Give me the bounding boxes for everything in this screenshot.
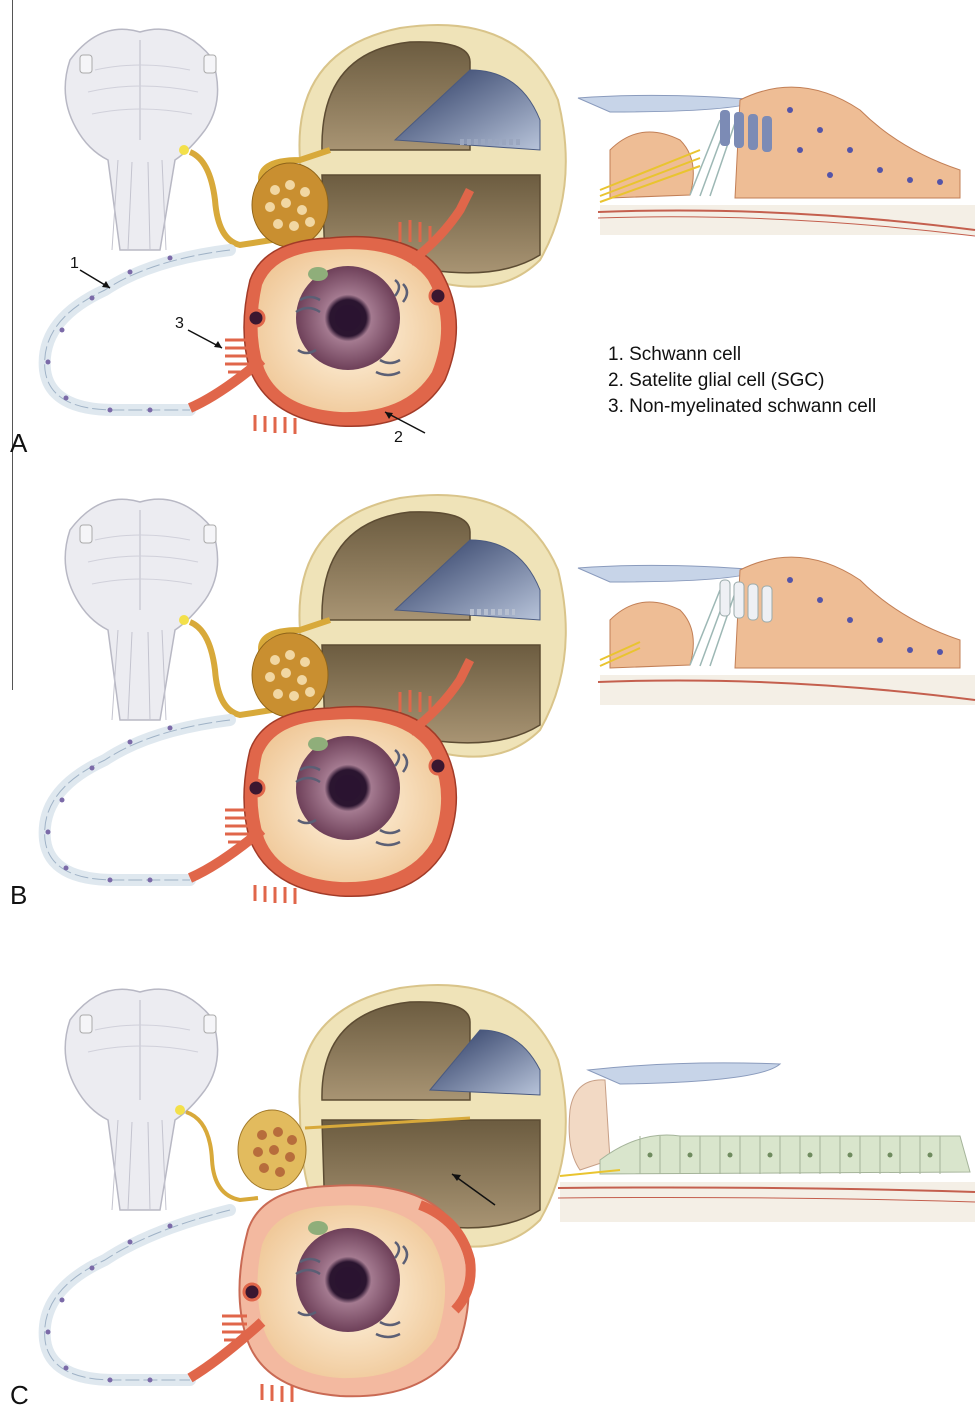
callout-3: 3 [175,315,222,348]
callout-3-label: 3 [175,315,184,332]
legend-item-schwann-cell: 1. Schwann cell [608,342,876,368]
legend-item-satellite-glial-cell: 2. Satelite glial cell (SGC) [608,368,876,394]
legend-item-non-myelinated-schwann-cell: 3. Non-myelinated schwann cell [608,394,876,420]
legend: 1. Schwann cell 2. Satelite glial cell (… [608,342,876,420]
panel-c-label: C [10,1380,29,1411]
brainstem-illustration [65,499,217,720]
panel-a-label: A [10,428,27,459]
brainstem-illustration [65,989,217,1210]
organ-of-corti [578,87,975,236]
panel-b-label: B [10,880,27,911]
panel-b-illustration [0,470,979,920]
collapsed-organ-of-corti [558,1063,975,1222]
panel-c: C [0,960,979,1416]
panel-b: B [0,470,979,920]
callout-1: 1 [70,255,110,288]
callout-1-label: 1 [70,255,79,272]
myelinated-axon [45,250,230,413]
myelinated-axon [45,1210,230,1383]
organ-of-corti-no-hair-cell-innervation [578,557,975,705]
callout-2-label: 2 [394,429,403,446]
panel-c-illustration [0,960,979,1416]
spiral-ganglion-neuron-enlarged-sgc [190,1185,471,1402]
myelinated-axon [45,720,230,883]
panel-a: 1 3 2 A 1. Schwann cell 2. Satelite glia… [0,0,979,470]
brainstem-illustration [65,29,217,250]
